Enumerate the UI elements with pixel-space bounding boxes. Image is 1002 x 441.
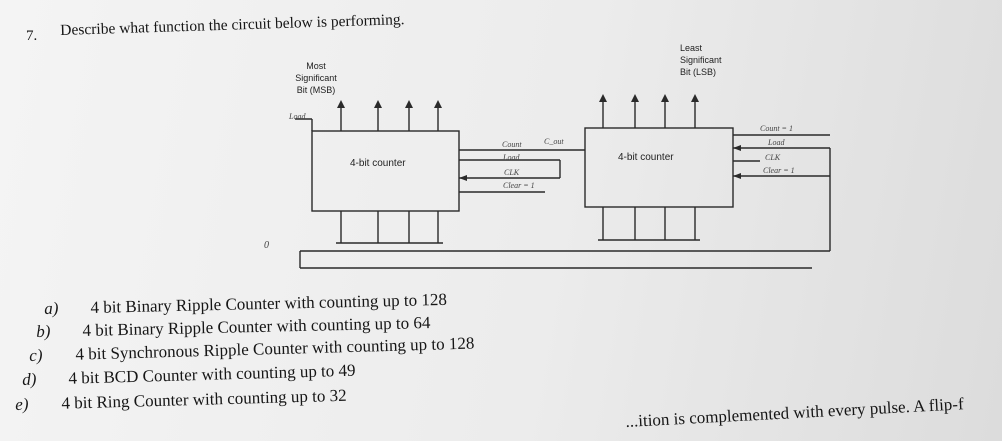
- option-e[interactable]: e) 4 bit Ring Counter with counting up t…: [15, 386, 347, 415]
- option-d[interactable]: d) 4 bit BCD Counter with counting up to…: [22, 361, 356, 390]
- option-letter: e): [15, 394, 29, 414]
- right-load-label: Load: [768, 138, 785, 147]
- mid-cout-label: C_out: [544, 137, 564, 146]
- zero-label: 0: [264, 240, 269, 251]
- left-counter-label: 4-bit counter: [350, 158, 406, 169]
- option-letter: a): [44, 298, 59, 318]
- lsb-label-line: Significant: [680, 55, 722, 65]
- right-clk-label: CLK: [765, 153, 781, 162]
- mid-count-label: Count: [502, 140, 522, 149]
- mid-load-label: Load: [503, 153, 520, 162]
- msb-label-line: Significant: [295, 73, 337, 83]
- msb-label-line: Bit (MSB): [296, 85, 336, 95]
- option-text: 4 bit Ring Counter with counting up to 3…: [61, 385, 347, 413]
- mid-clear-label: Clear = 1: [503, 181, 535, 190]
- option-text: 4 bit BCD Counter with counting up to 49: [68, 360, 356, 388]
- lsb-label: Least Significant Bit (LSB): [680, 42, 750, 78]
- question-number: 7.: [26, 28, 38, 44]
- option-letter: b): [36, 321, 51, 341]
- right-counter-box: [584, 127, 734, 208]
- right-count-label: Count = 1: [760, 124, 793, 133]
- lsb-label-line: Bit (LSB): [680, 67, 717, 77]
- option-letter: c): [29, 345, 43, 365]
- lsb-label-line: Least: [680, 43, 703, 53]
- msb-label-line: Most: [306, 61, 326, 71]
- option-letter: d): [22, 369, 37, 389]
- left-counter-box: [311, 130, 460, 212]
- mid-clk-label: CLK: [504, 168, 520, 177]
- load-left-label: Load: [289, 112, 306, 121]
- right-clear-label: Clear = 1: [763, 166, 795, 175]
- msb-label: Most Significant Bit (MSB): [280, 60, 352, 96]
- right-counter-label: 4-bit counter: [618, 152, 674, 163]
